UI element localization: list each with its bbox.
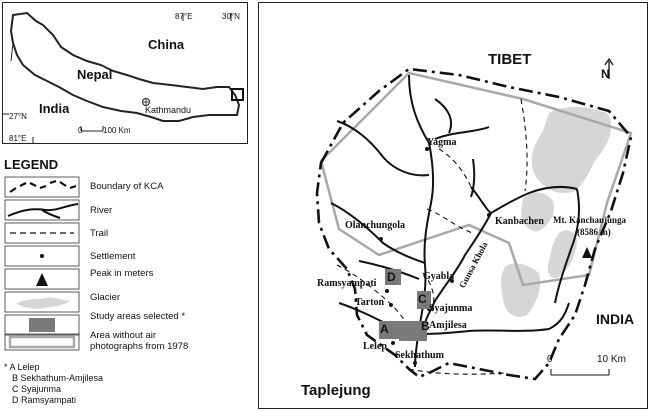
india-border-line: [10, 42, 14, 62]
inset-label-china: China: [148, 37, 185, 52]
main-scale-bar: [550, 369, 610, 376]
legend-study-area-symbol: [4, 314, 80, 336]
study-area-a: [379, 321, 401, 339]
legend-title: LEGEND: [4, 157, 59, 172]
study-area-c-label: C: [418, 292, 427, 306]
study-area-d-label: D: [387, 270, 396, 284]
legend-label-study-area: Study areas selected *: [90, 311, 186, 322]
inset-label-india: India: [39, 101, 70, 116]
region-india: INDIA: [596, 311, 635, 327]
place-yagma: Yagma: [427, 137, 457, 148]
legend-symbols: [4, 176, 80, 336]
coord-lon-bottom: 81°E: [9, 134, 27, 143]
place-olanchungola: Olanchungola: [345, 220, 406, 231]
peak-height: (8586 m): [577, 227, 611, 237]
main-map-panel: TIBET INDIA Taplejung N Yagma Olanchungo…: [258, 2, 648, 409]
legend-label-no-photo: Area without air photographs from 1978: [90, 330, 189, 352]
key-a: * A Lelep: [4, 362, 40, 372]
place-lelep: Lelep: [363, 341, 387, 352]
place-tarton: Tarton: [355, 297, 385, 308]
legend-peak-symbol: [4, 268, 80, 290]
key-d: D Ramsyampati: [12, 395, 77, 405]
peak-kanchanjunga-icon: [582, 247, 592, 258]
place-kanbachen: Kanbachen: [495, 216, 544, 227]
study-area-b-label: B: [421, 319, 430, 333]
place-amjilesa: Amjilesa: [429, 320, 467, 331]
nepal-border: [9, 11, 241, 122]
place-ramsyampati: Ramsyampati: [317, 278, 377, 289]
study-area-d: [385, 269, 401, 285]
inset-map: [3, 11, 244, 144]
settlement-olanchungola: [379, 237, 383, 241]
coord-lon-top: 87°E: [175, 12, 193, 21]
settlement-ramsyampati: [385, 289, 389, 293]
legend-label-river: River: [90, 205, 113, 216]
trails: [336, 98, 528, 375]
peak-name: Mt. Kanchanjunga: [553, 215, 627, 225]
settlement-gyabla: [450, 279, 454, 283]
key-b: B Sekhathum-Amjilesa: [12, 373, 104, 383]
place-syajunma: Syajunma: [429, 303, 473, 314]
coord-lat-top: 30°N: [222, 12, 240, 21]
legend-boundary-symbol: [4, 176, 80, 198]
legend-label-trail: Trail: [90, 228, 109, 239]
inset-scale-label: 100 Km: [103, 126, 131, 135]
kca-boundary: [315, 67, 633, 381]
north-arrow-icon: [604, 57, 614, 79]
legend-settlement-symbol: [4, 245, 80, 267]
legend-label-boundary: Boundary of KCA: [90, 181, 164, 192]
legend-no-photo-symbol: [4, 333, 80, 351]
key-c: C Syajunma: [12, 384, 62, 394]
coord-lat-left: 27°N: [9, 112, 27, 121]
main-scale-zero: 0: [547, 354, 553, 365]
study-area-b: [399, 321, 427, 341]
region-tibet: TIBET: [488, 51, 532, 68]
study-area-a-label: A: [380, 322, 389, 336]
main-scale-label: 10 Km: [597, 354, 626, 365]
main-map: [315, 57, 633, 381]
place-sekhathum: Sekhathum: [395, 350, 444, 361]
region-taplejung: Taplejung: [301, 382, 371, 399]
kca-location-box: [231, 88, 244, 101]
glaciers: [501, 106, 612, 318]
settlement-kanbachen: [487, 213, 491, 217]
legend-trail-symbol: [4, 222, 80, 244]
settlement-sekhathum: [413, 361, 417, 365]
north-label: N: [601, 67, 610, 81]
settlement-lelep: [391, 341, 395, 345]
legend-label-settlement: Settlement: [90, 251, 136, 262]
legend-river-symbol: [4, 199, 80, 221]
legend-glacier-symbol: [4, 291, 80, 313]
legend-label-glacier: Glacier: [90, 292, 121, 303]
study-area-c: [417, 291, 431, 309]
inset-scale-zero: 0: [78, 126, 83, 135]
no-photo-area: [319, 71, 633, 287]
inset-label-kathmandu: Kathmandu: [145, 105, 192, 115]
inset-map-panel: China Nepal India Kathmandu 87°E 30°N 27…: [2, 2, 248, 144]
settlement-yagma: [425, 147, 429, 151]
settlement-tarton: [389, 303, 393, 307]
place-gyabla: Gyabla: [423, 271, 455, 282]
inset-label-nepal: Nepal: [77, 67, 113, 82]
legend-label-peak: Peak in meters: [90, 268, 154, 279]
